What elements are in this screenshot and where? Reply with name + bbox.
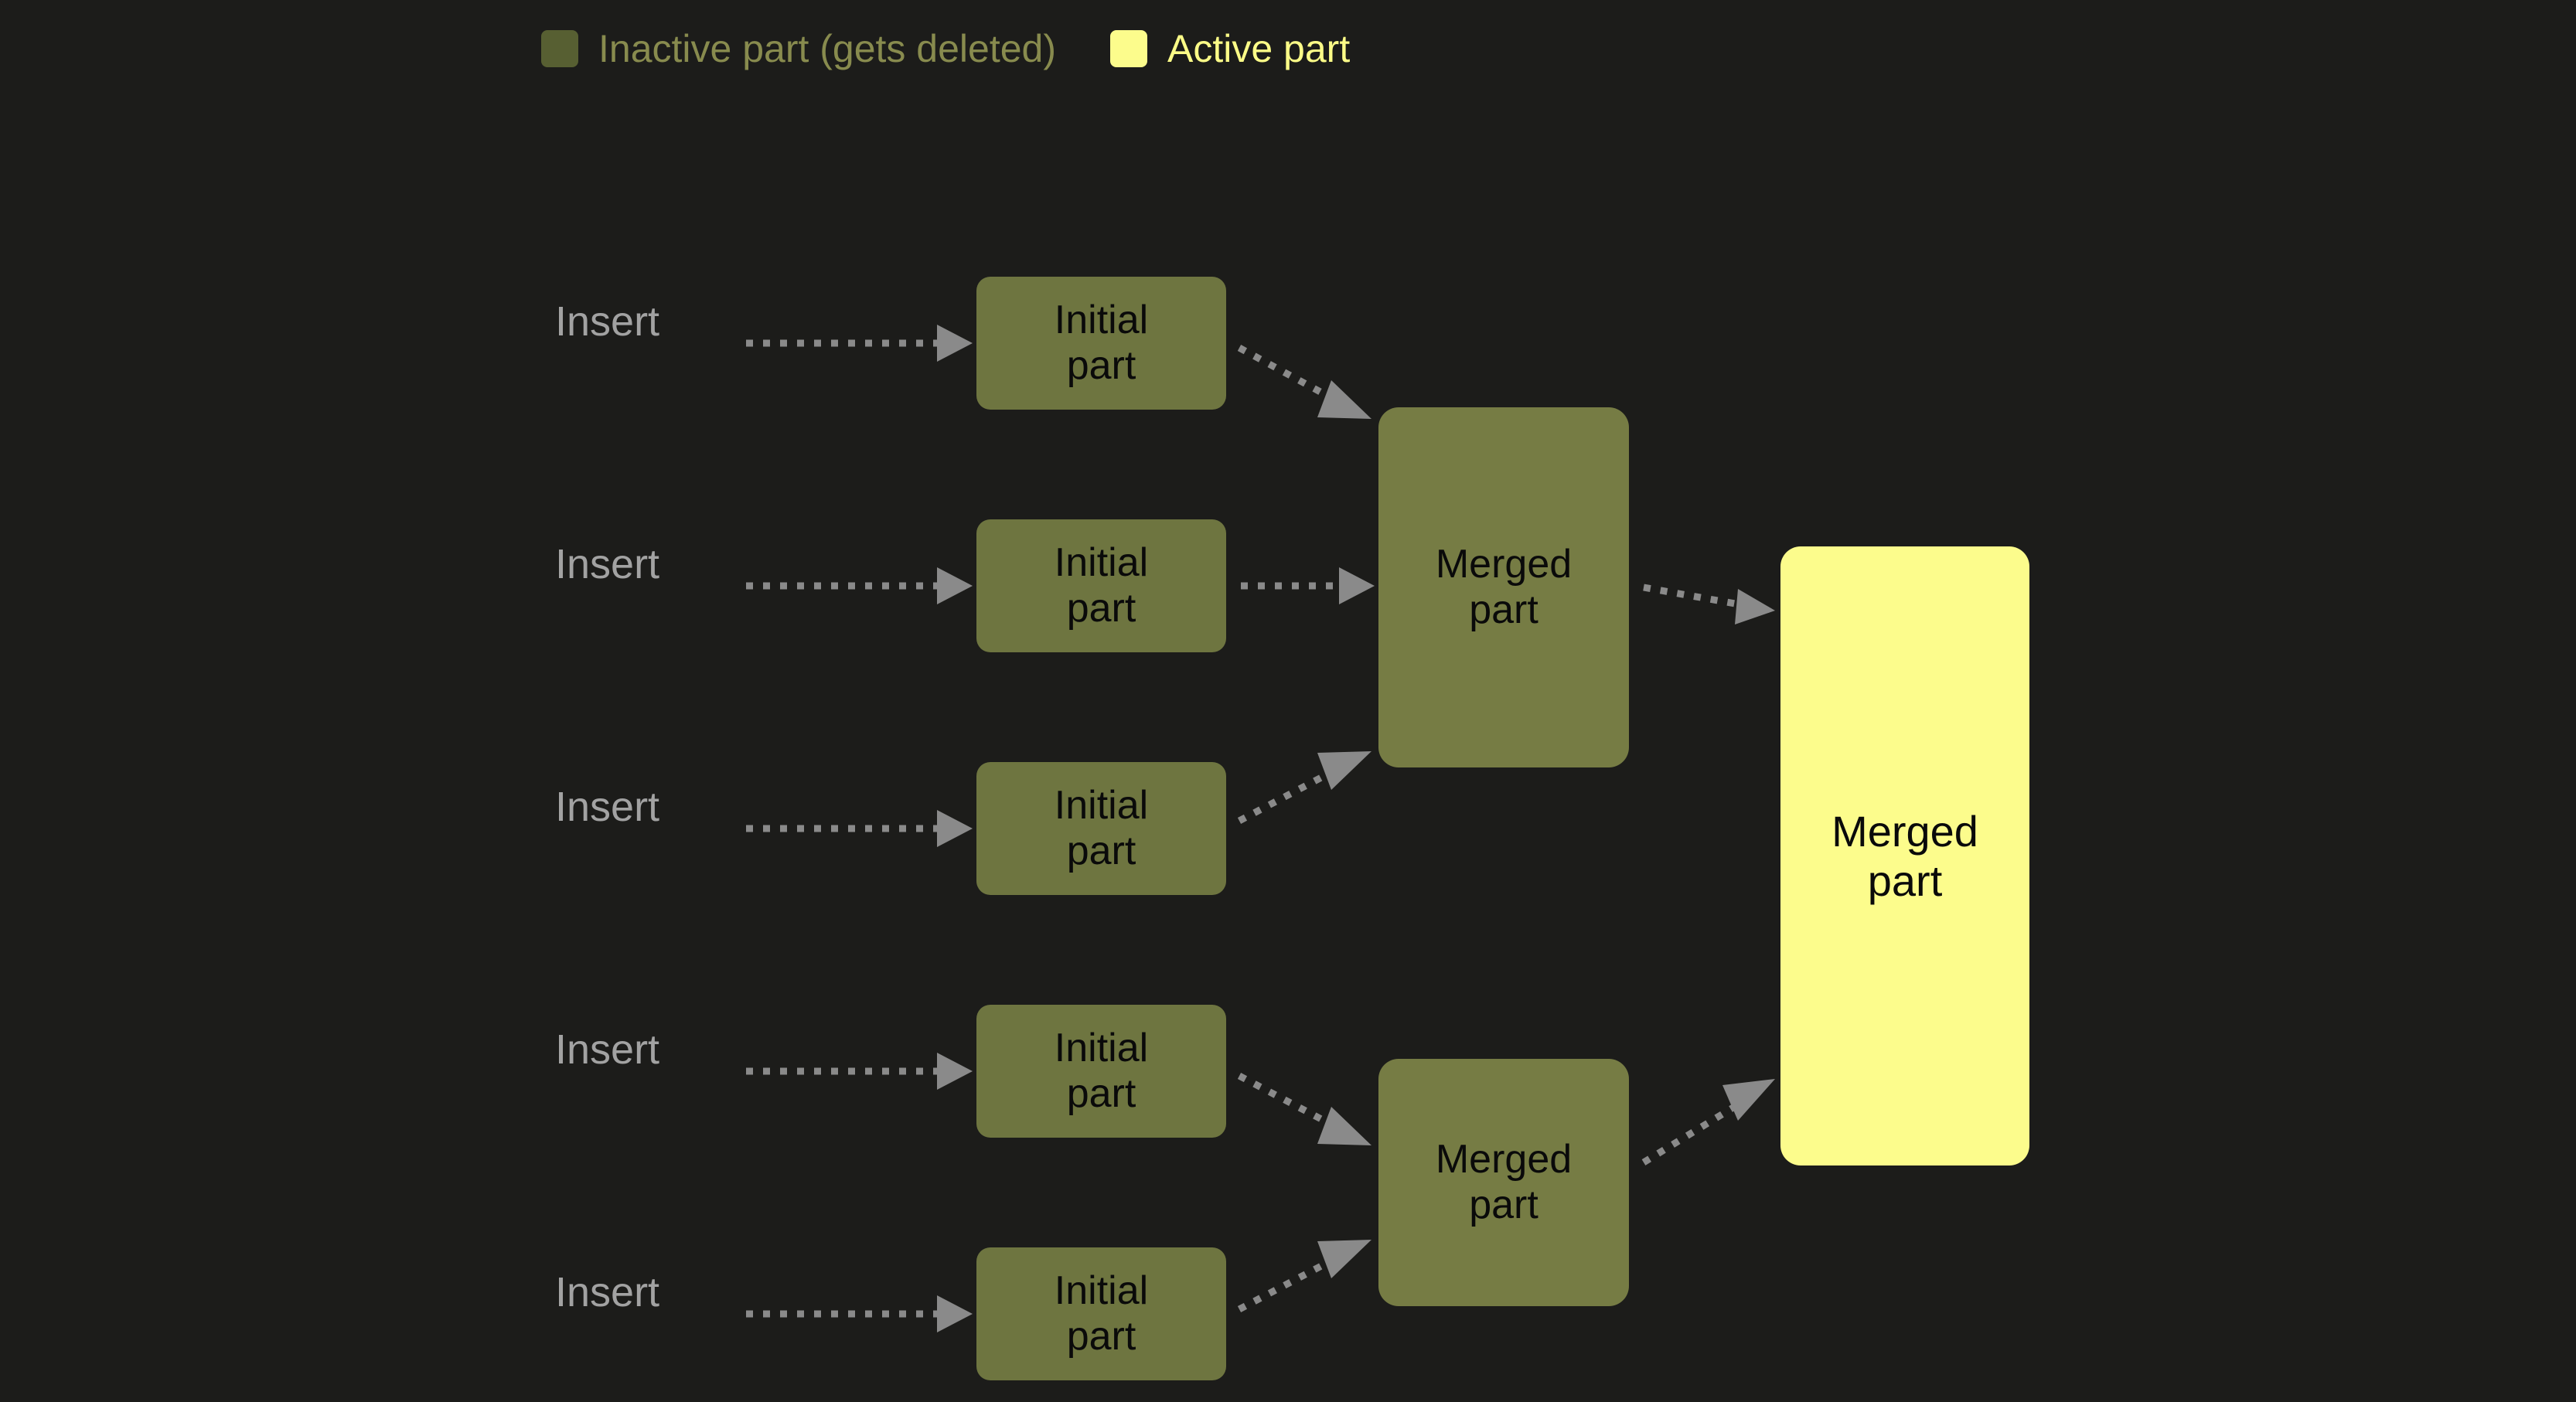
arrow-insert-to-initial-5: [746, 1295, 973, 1332]
arrow-initial-2-to-merged-1: [1241, 567, 1375, 604]
active-merged-part-box[interactable]: Merged part: [1780, 546, 2029, 1165]
initial-part-label-line1: Initial: [1054, 298, 1149, 343]
active-swatch-icon: [1110, 30, 1147, 67]
initial-part-label-line2: part: [1066, 829, 1136, 873]
arrow-insert-to-initial-1: [746, 325, 973, 362]
arrow-merged-2-to-active: [1641, 1079, 1775, 1165]
arrow-initial-3-to-merged-1: [1237, 751, 1371, 824]
active-merged-part-label-line2: part: [1867, 856, 1943, 905]
arrow-initial-5-to-merged-2: [1237, 1240, 1371, 1312]
initial-part-label-line1: Initial: [1054, 1026, 1149, 1071]
initial-part-box-3[interactable]: Initial part: [976, 762, 1226, 895]
initial-part-box-5[interactable]: Initial part: [976, 1247, 1226, 1380]
insert-label-4: Insert: [555, 1026, 660, 1073]
initial-part-label-line2: part: [1066, 1071, 1136, 1116]
initial-part-label-line2: part: [1066, 586, 1136, 631]
initial-part-box-4[interactable]: Initial part: [976, 1005, 1226, 1138]
initial-part-label-line2: part: [1066, 1314, 1136, 1359]
arrow-merged-1-to-active: [1643, 584, 1775, 624]
legend-label-active: Active part: [1167, 27, 1351, 70]
initial-part-label-line2: part: [1066, 343, 1136, 388]
merged-part-label-line1: Merged: [1435, 1137, 1573, 1183]
insert-label-3: Insert: [555, 784, 660, 830]
arrow-insert-to-initial-4: [746, 1053, 973, 1090]
arrow-insert-to-initial-3: [746, 810, 973, 847]
legend-label-inactive: Inactive part (gets deleted): [598, 27, 1056, 70]
arrow-initial-4-to-merged-2: [1237, 1073, 1371, 1145]
active-merged-part-label-line1: Merged: [1831, 807, 1978, 856]
insert-label-2: Insert: [555, 541, 660, 587]
insert-label-1: Insert: [555, 298, 660, 345]
merged-part-label-line1: Merged: [1435, 542, 1573, 587]
initial-part-box-1[interactable]: Initial part: [976, 277, 1226, 410]
merged-part-label-line2: part: [1469, 1183, 1538, 1227]
initial-part-label-line1: Initial: [1054, 783, 1149, 829]
legend: Inactive part (gets deleted) Active part: [541, 15, 1350, 82]
initial-part-label-line1: Initial: [1054, 1268, 1149, 1314]
legend-item-active: Active part: [1110, 29, 1350, 68]
merged-part-box-2[interactable]: Merged part: [1378, 1059, 1629, 1306]
initial-part-box-2[interactable]: Initial part: [976, 519, 1226, 652]
initial-part-label-line1: Initial: [1054, 540, 1149, 586]
merged-part-box-1[interactable]: Merged part: [1378, 407, 1629, 767]
arrow-initial-1-to-merged-1: [1237, 345, 1371, 419]
insert-label-5: Insert: [555, 1269, 660, 1315]
legend-item-inactive: Inactive part (gets deleted): [541, 29, 1056, 68]
inactive-swatch-icon: [541, 30, 578, 67]
arrow-insert-to-initial-2: [746, 567, 973, 604]
merged-part-label-line2: part: [1469, 587, 1538, 632]
